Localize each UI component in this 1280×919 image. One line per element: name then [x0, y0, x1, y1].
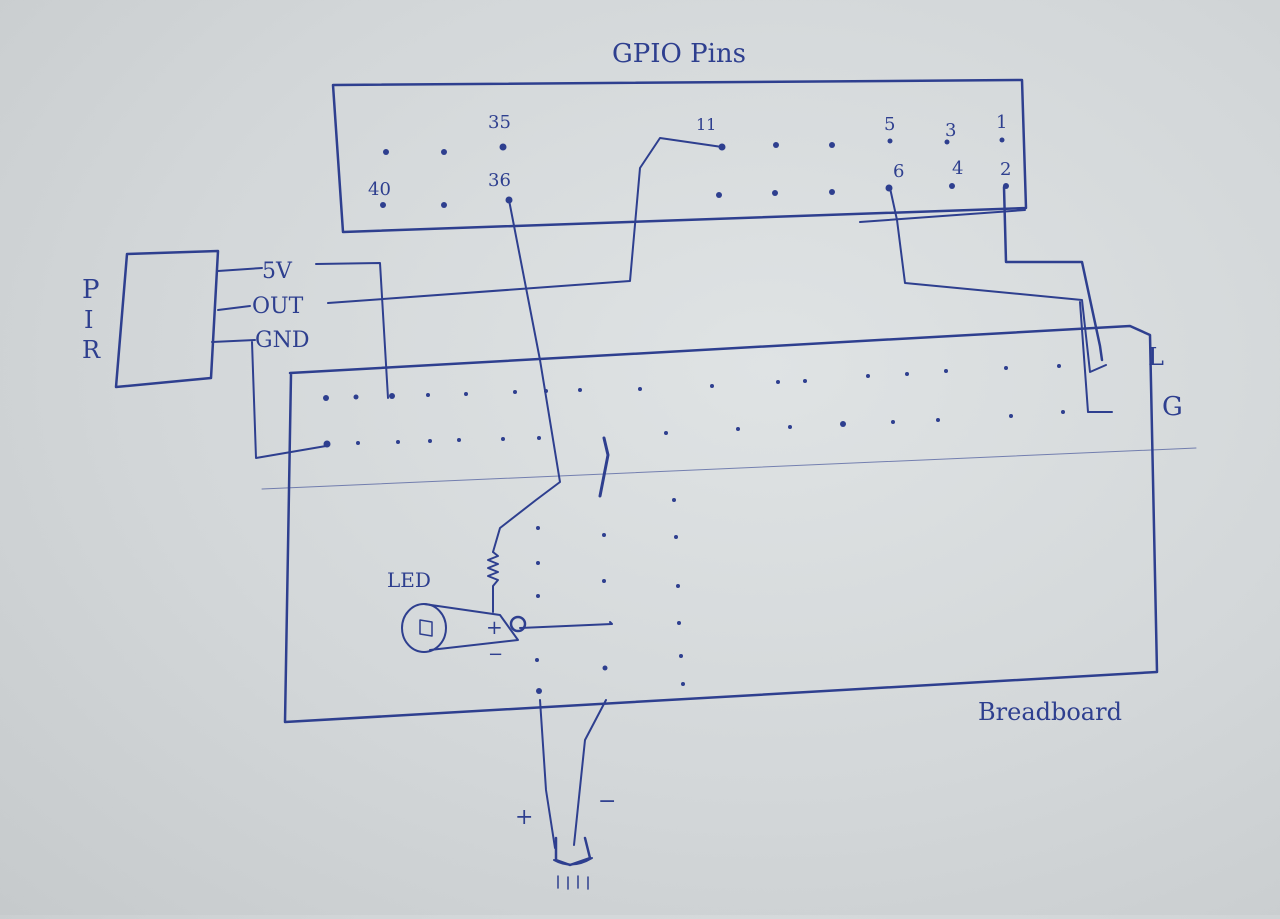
gpio-pin-11-label: 11 — [696, 115, 716, 134]
gpio-title: GPIO Pins — [612, 39, 746, 69]
led-minus: − — [488, 644, 503, 665]
led: LED + − — [387, 568, 527, 665]
pir-label-i: I — [84, 306, 93, 334]
pir-label-p: P — [82, 275, 100, 305]
wire-5v-to-rail — [315, 262, 389, 399]
jumper-rail-to-column — [598, 436, 610, 498]
pir-pin-out: OUT — [252, 294, 304, 319]
wire-out-to-pin-11 — [327, 137, 723, 304]
wires — [251, 137, 1113, 849]
wire-pin-2-to-rail — [1002, 185, 1104, 362]
gpio-pin-1-label: 1 — [996, 112, 1007, 133]
led-plus: + — [486, 615, 503, 639]
wire-gnd-to-rail — [251, 341, 327, 459]
buzzer-minus: − — [598, 789, 616, 814]
gpio-pin-6-label: 6 — [893, 161, 904, 182]
gpio-pin-dots — [380, 137, 1009, 208]
led-label: LED — [387, 568, 431, 592]
breadboard-outline — [283, 324, 1159, 724]
gpio-board-outline — [331, 78, 1028, 234]
rail-g-label: G — [1162, 392, 1183, 422]
breadboard: Breadboard L G — [261, 324, 1197, 726]
breadboard-label: Breadboard — [978, 698, 1122, 726]
gpio-pin-2-label: 2 — [1000, 159, 1011, 180]
gpio-pin-36-label: 36 — [488, 170, 511, 191]
gpio-header: GPIO Pins 35 36 40 11 5 6 3 4 1 2 — [331, 39, 1028, 234]
led-anode-pin — [509, 615, 527, 633]
gpio-pin-4-label: 4 — [952, 158, 963, 179]
wire-pin-6-to-l-rail — [889, 187, 1107, 373]
wire-pin-36-to-resistor — [492, 199, 561, 553]
resistor — [487, 551, 499, 613]
buzzer-sound-marks — [557, 875, 589, 890]
pir-label-r: R — [82, 336, 101, 364]
wire-buzzer-plus — [539, 699, 556, 849]
led-body — [423, 603, 519, 651]
pir-sensor: P I R 5V OUT GND — [82, 249, 309, 389]
gpio-pin-3-label: 3 — [945, 120, 956, 141]
gpio-pin-35-label: 35 — [488, 112, 511, 133]
pir-pin-5v: 5V — [262, 259, 293, 284]
pir-pin-gnd: GND — [255, 328, 309, 353]
buzzer: + − — [515, 789, 616, 890]
led-dome — [401, 603, 447, 653]
rail-l-label: L — [1148, 343, 1164, 371]
pir-box — [114, 249, 220, 389]
gpio-pin-5-label: 5 — [884, 114, 895, 135]
gpio-pin-40-label: 40 — [368, 179, 391, 200]
terminal-holes — [535, 498, 685, 694]
wire-ground-rail-link — [1079, 301, 1113, 413]
wire-led-cathode — [519, 621, 613, 629]
rail-holes — [323, 364, 1065, 448]
wire-buzzer-minus — [573, 699, 607, 846]
buzzer-plus: + — [515, 805, 533, 830]
